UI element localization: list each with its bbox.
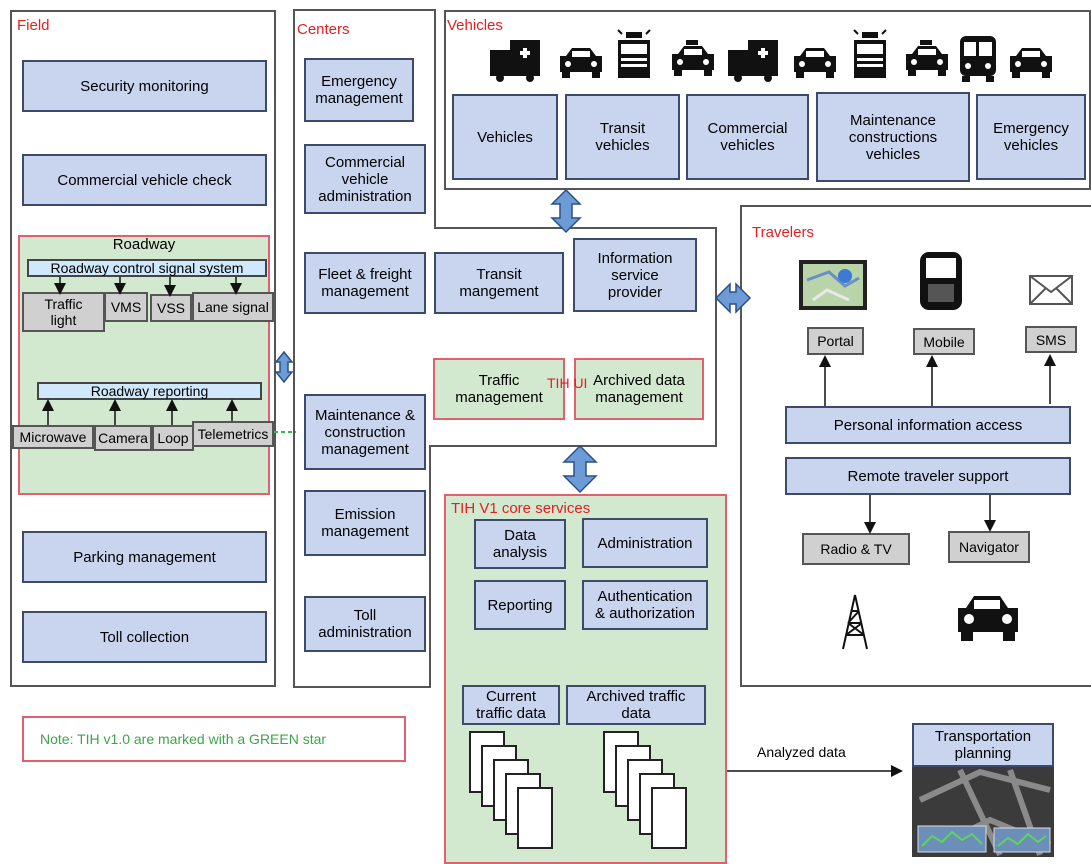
archived-data-management-box[interactable]: Archived data management [574, 358, 704, 420]
core-services-title: TIH V1 core services [451, 500, 591, 517]
field-title: Field [17, 17, 50, 34]
lane-signal-box[interactable]: Lane signal [192, 292, 274, 322]
remote-traveler-support-box[interactable]: Remote traveler support [785, 457, 1071, 495]
roadway-reporting-bar[interactable]: Roadway reporting [37, 382, 262, 400]
ambulance-icon [728, 40, 778, 82]
vms-box[interactable]: VMS [104, 292, 148, 322]
loop-box[interactable]: Loop [152, 425, 194, 451]
security-monitoring-box[interactable]: Security monitoring [22, 60, 267, 112]
note-text: Note: TIH v1.0 are marked with a GREEN s… [40, 731, 327, 747]
transit-vehicles-box[interactable]: Transit vehicles [565, 94, 680, 180]
personal-information-access-box[interactable]: Personal information access [785, 406, 1071, 444]
transit-management-box[interactable]: Transit mangement [434, 252, 564, 314]
centers-title: Centers [297, 21, 350, 38]
note-box [22, 716, 406, 762]
taxi-icon [906, 40, 948, 76]
mobile-phone-icon [920, 252, 962, 310]
navigator-box[interactable]: Navigator [948, 531, 1030, 563]
transportation-planning-box[interactable]: Transportation planning [912, 723, 1054, 767]
control-arrows [42, 277, 242, 425]
telemetrics-box[interactable]: Telemetrics [192, 421, 274, 447]
toll-administration-box[interactable]: Toll administration [304, 596, 426, 652]
radio-tv-box[interactable]: Radio & TV [802, 533, 910, 565]
map-portal-icon [799, 260, 867, 310]
traffic-management-box[interactable]: Traffic management [433, 358, 565, 420]
taxi-icon [672, 40, 714, 76]
car-icon [958, 596, 1018, 641]
reporting-box[interactable]: Reporting [474, 580, 566, 630]
archived-traffic-data-box[interactable]: Archived traffic data [566, 685, 706, 725]
vehicles-box[interactable]: Vehicles [452, 94, 558, 180]
authentication-authorization-box[interactable]: Authentication & authorization [582, 580, 708, 630]
maintenance-constructions-vehicles-box[interactable]: Maintenance constructions vehicles [816, 92, 970, 182]
portal-box[interactable]: Portal [807, 327, 864, 355]
toll-collection-box[interactable]: Toll collection [22, 611, 267, 663]
bus-icon [960, 36, 996, 82]
antenna-tower-icon [842, 594, 868, 650]
roadway-title: Roadway [112, 236, 176, 253]
server-icon [603, 731, 687, 849]
vehicles-title: Vehicles [447, 17, 503, 34]
analyzed-data-label: Analyzed data [757, 744, 846, 760]
traveler-arrows [819, 354, 1056, 534]
car-icon [794, 48, 836, 78]
emergency-vehicles-box[interactable]: Emergency vehicles [976, 94, 1086, 180]
tih-ui-label: TIH UI [547, 375, 588, 391]
traffic-light-box[interactable]: Traffic light [22, 292, 105, 332]
commercial-vehicle-check-box[interactable]: Commercial vehicle check [22, 154, 267, 206]
fire-truck-icon [853, 29, 887, 78]
commercial-vehicles-box[interactable]: Commercial vehicles [686, 94, 809, 180]
double-arrow-icon [274, 188, 752, 494]
camera-box[interactable]: Camera [94, 425, 152, 451]
envelope-icon [1029, 275, 1073, 305]
maintenance-construction-management-box[interactable]: Maintenance & construction management [304, 394, 426, 470]
ambulance-icon [490, 40, 540, 82]
fleet-freight-management-box[interactable]: Fleet & freight management [304, 252, 426, 314]
car-icon [560, 48, 602, 78]
current-traffic-data-box[interactable]: Current traffic data [462, 685, 560, 725]
microwave-box[interactable]: Microwave [12, 425, 94, 449]
roadway-control-signal-system[interactable]: Roadway control signal system [27, 259, 267, 277]
administration-box[interactable]: Administration [582, 518, 708, 568]
travelers-title: Travelers [752, 224, 814, 241]
commercial-vehicle-administration-box[interactable]: Commercial vehicle administration [304, 144, 426, 214]
information-service-provider-box[interactable]: Information service provider [573, 238, 697, 312]
emission-management-box[interactable]: Emission management [304, 490, 426, 556]
parking-management-box[interactable]: Parking management [22, 531, 267, 583]
data-analysis-box[interactable]: Data analysis [474, 519, 566, 569]
mobile-box[interactable]: Mobile [913, 328, 975, 355]
fire-truck-icon [617, 29, 651, 78]
server-icon [469, 731, 553, 849]
sms-box[interactable]: SMS [1025, 326, 1077, 353]
car-icon [1010, 48, 1052, 78]
emergency-management-box[interactable]: Emergency management [304, 58, 414, 122]
